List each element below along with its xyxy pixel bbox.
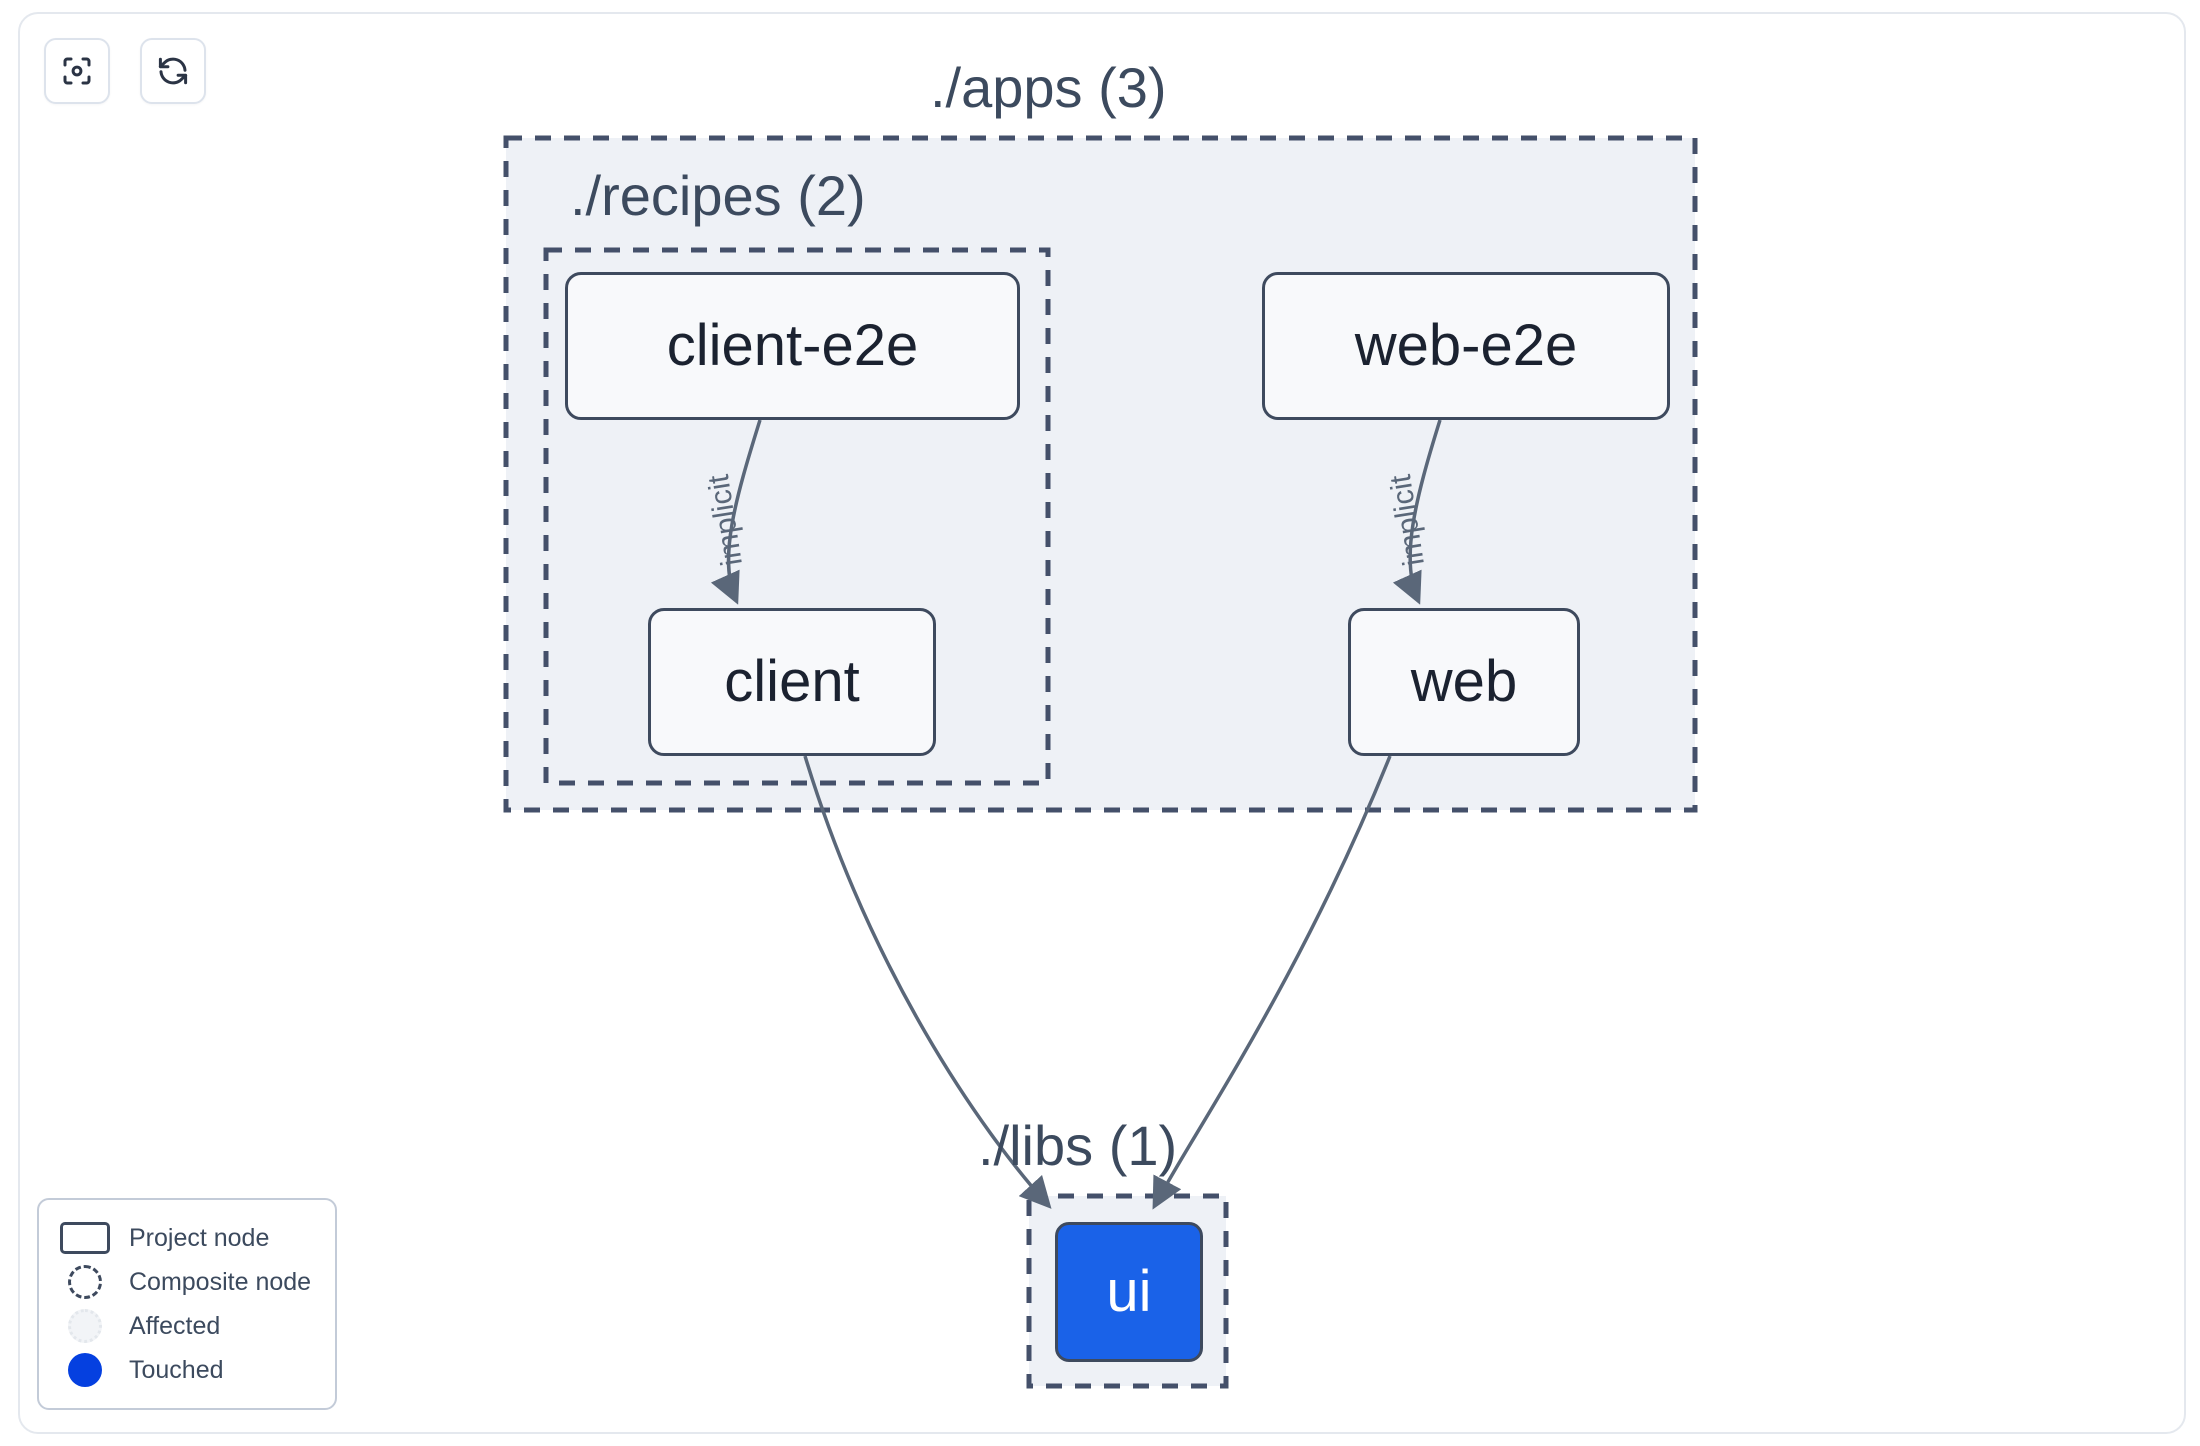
focus-graph-button[interactable] (44, 38, 110, 104)
refresh-icon (155, 53, 191, 89)
legend-label-touched: Touched (129, 1355, 224, 1384)
graph-toolbar (44, 38, 206, 104)
composite-node-swatch (59, 1265, 111, 1299)
refresh-graph-button[interactable] (140, 38, 206, 104)
project-node-web-e2e[interactable]: web-e2e (1262, 272, 1670, 420)
legend-label-composite-node: Composite node (129, 1267, 312, 1296)
composite-label-apps: ./apps (3) (930, 56, 1167, 119)
legend-item-affected: Affected (59, 1306, 315, 1346)
project-node-swatch (59, 1221, 111, 1255)
edge-client-e2e-to-client[interactable] (710, 419, 762, 605)
project-node-client-e2e[interactable]: client-e2e (565, 272, 1020, 420)
edge-web-e2e-to-web[interactable] (1392, 419, 1442, 605)
legend-label-project-node: Project node (129, 1223, 270, 1252)
project-node-ui[interactable]: ui (1055, 1222, 1203, 1362)
project-node-client[interactable]: client (648, 608, 936, 756)
affected-swatch (59, 1309, 111, 1343)
touched-swatch (59, 1353, 111, 1387)
focus-target-icon (59, 53, 95, 89)
graph-legend: Project node Composite node Affected Tou… (37, 1198, 337, 1410)
edge-web-to-ui[interactable] (1152, 755, 1392, 1210)
composite-label-libs: ./libs (1) (978, 1114, 1178, 1177)
edge-client-to-ui[interactable] (803, 755, 1052, 1209)
legend-item-composite-node: Composite node (59, 1262, 315, 1302)
legend-item-project-node: Project node (59, 1218, 315, 1258)
legend-label-affected: Affected (129, 1311, 221, 1340)
composite-label-recipes: ./recipes (2) (570, 164, 866, 227)
project-node-web[interactable]: web (1348, 608, 1580, 756)
legend-item-touched: Touched (59, 1350, 315, 1390)
